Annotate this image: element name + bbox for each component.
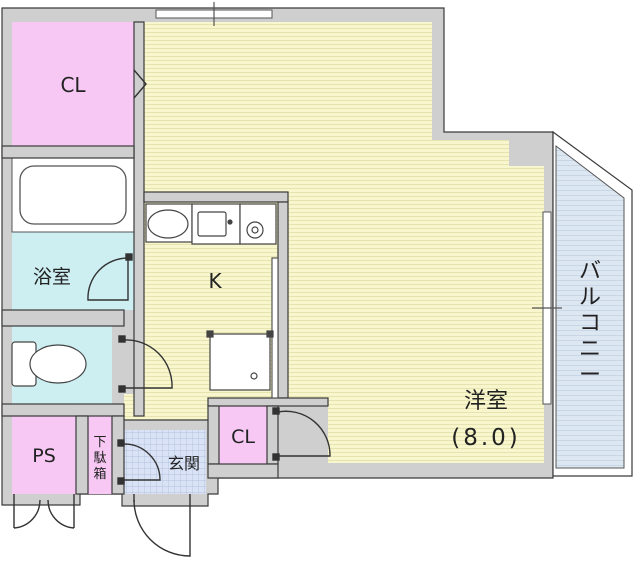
label-balcony-4: ニ xyxy=(579,337,601,362)
label-shoe-box-1: 下 xyxy=(93,435,106,450)
label-closet-ps: PS xyxy=(32,445,56,467)
shoe-box xyxy=(88,416,112,494)
label-bathroom: 浴室 xyxy=(33,266,71,288)
label-balcony-2: ル xyxy=(579,285,601,310)
label-genkan: 玄関 xyxy=(168,454,200,473)
windows xyxy=(155,2,562,405)
doors xyxy=(13,69,331,557)
label-closet-middle: CL xyxy=(231,426,255,448)
label-shoe-box-2: 駄 xyxy=(93,451,106,466)
interior-walls xyxy=(1,21,329,495)
toilet-icon xyxy=(11,341,87,387)
label-western-room: 洋室 xyxy=(464,389,508,414)
label-balcony-3: コ xyxy=(579,311,601,336)
western-room-floor xyxy=(144,22,544,463)
label-balcony-1: バ xyxy=(579,259,601,284)
closet-top xyxy=(12,22,134,146)
closet-ps xyxy=(12,416,76,494)
label-kitchen: K xyxy=(208,269,222,293)
bathtub-icon xyxy=(19,165,127,225)
genkan-floor xyxy=(124,430,206,494)
closet-middle xyxy=(219,406,267,464)
balcony xyxy=(552,130,633,477)
label-western-room-size: (8.0) xyxy=(451,425,521,451)
room-corner-notch xyxy=(509,140,545,166)
label-balcony-5: ー xyxy=(579,363,601,388)
label-shoe-box-3: 箱 xyxy=(93,466,106,482)
label-closet-top: CL xyxy=(60,73,86,97)
kitchen-fixtures xyxy=(145,203,279,399)
